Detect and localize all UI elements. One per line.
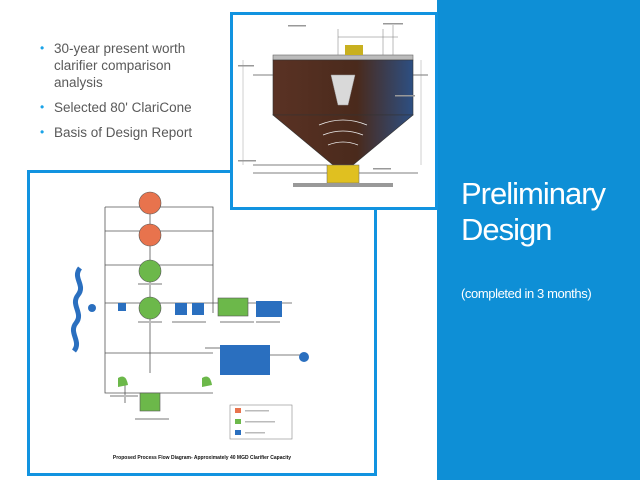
existing-unit-6 xyxy=(118,303,126,311)
flow-diagram-caption: Proposed Process Flow Diagram- Approxima… xyxy=(112,455,292,461)
upgraded-unit-1 xyxy=(138,259,162,283)
slide-title-line-2: Design xyxy=(461,212,553,247)
process-flow-diagram: Proposed Process Flow Diagram- Approxima… xyxy=(27,170,377,476)
slide-title-line-1: Preliminary xyxy=(461,176,606,211)
clarifier-graphic xyxy=(238,23,428,187)
new-unit-1 xyxy=(138,191,162,215)
bullet-item: 30-year present worth clarifier comparis… xyxy=(40,40,220,91)
slide-subtitle: (completed in 3 months) xyxy=(461,286,592,301)
clarifier-section-drawing xyxy=(230,12,438,210)
pump-icon xyxy=(299,352,309,362)
upgraded-unit-3 xyxy=(217,297,249,317)
existing-unit-3 xyxy=(256,301,282,317)
new-unit-2 xyxy=(138,223,162,247)
existing-unit-5 xyxy=(88,304,96,312)
existing-unit-2 xyxy=(192,303,204,315)
pump-green-icon-2 xyxy=(202,376,212,387)
bullet-item: Basis of Design Report xyxy=(40,124,220,141)
upgraded-unit-2 xyxy=(138,296,162,320)
upgraded-unit-4 xyxy=(139,392,161,412)
bullet-list: 30-year present worth clarifier comparis… xyxy=(40,40,220,149)
existing-unit-4 xyxy=(220,345,270,375)
slide-title: Preliminary Design xyxy=(461,176,631,248)
bullet-item: Selected 80' ClariCone xyxy=(40,99,220,116)
river-icon xyxy=(70,266,84,353)
legend xyxy=(229,404,293,440)
existing-unit-1 xyxy=(175,303,187,315)
flow-diagram-graphic xyxy=(70,191,309,440)
title-panel xyxy=(437,0,640,480)
pump-green-icon xyxy=(118,376,128,387)
